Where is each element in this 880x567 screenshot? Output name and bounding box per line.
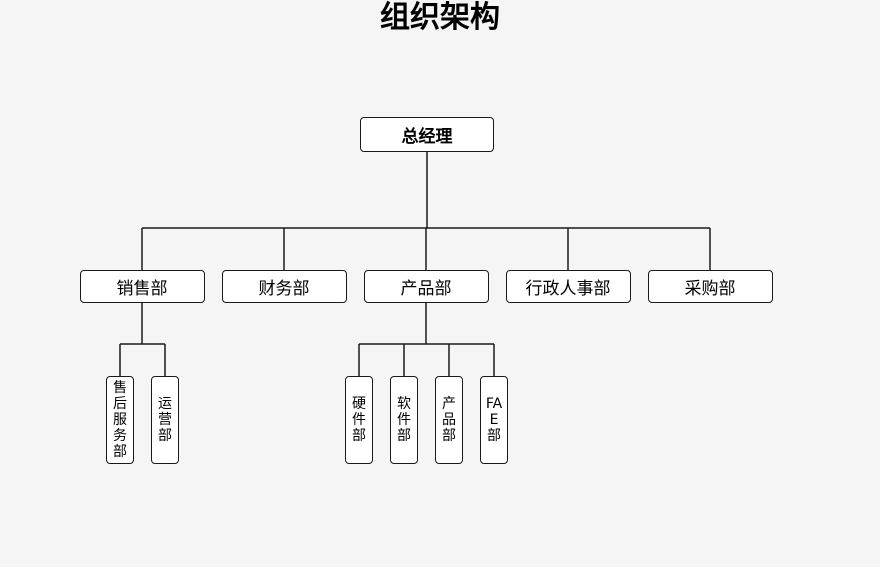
sub-department-node-sales-0: 售后服务部 bbox=[106, 376, 134, 464]
sub-department-node-product-3: FAE部 bbox=[480, 376, 508, 464]
department-node-sales: 销售部 bbox=[79, 270, 205, 303]
department-node-admin: 行政人事部 bbox=[505, 270, 631, 303]
sub-department-node-product-2: 产品部 bbox=[435, 376, 463, 464]
sub-department-node-product-1: 软件部 bbox=[390, 376, 418, 464]
department-node-finance: 财务部 bbox=[221, 270, 347, 303]
page-title: 组织架构 bbox=[380, 0, 500, 35]
department-node-purchasing: 采购部 bbox=[647, 270, 773, 303]
root-node-general-manager: 总经理 bbox=[360, 117, 494, 152]
sub-department-node-sales-1: 运营部 bbox=[151, 376, 179, 464]
department-node-product: 产品部 bbox=[363, 270, 489, 303]
sub-department-node-product-0: 硬件部 bbox=[345, 376, 373, 464]
